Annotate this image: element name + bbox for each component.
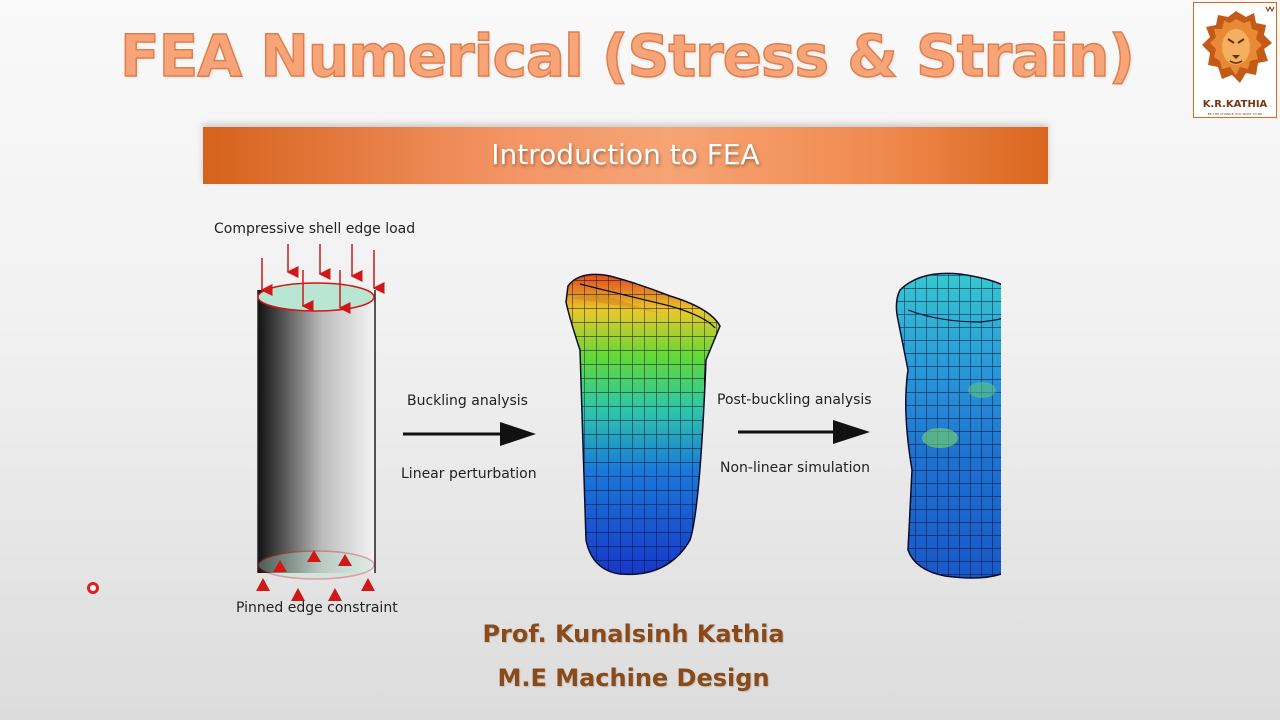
- arrow-1: [403, 422, 536, 446]
- step1-top-label: Buckling analysis: [407, 393, 528, 409]
- load-label: Compressive shell edge load: [214, 221, 416, 237]
- fea-nonlinear-result: [895, 272, 1001, 579]
- author-degree: M.E Machine Design: [497, 664, 770, 692]
- arrow-2: [738, 420, 870, 444]
- logo-name: K.R.KATHIA: [1202, 99, 1268, 110]
- laser-pointer-icon: [87, 582, 99, 594]
- load-arrows: [260, 244, 385, 314]
- constraint-label: Pinned edge constraint: [236, 600, 398, 616]
- lion-head-icon: [1202, 5, 1275, 83]
- fea-linear-result: [565, 273, 721, 576]
- section-title: Introduction to FEA: [491, 138, 760, 171]
- brand-logo: K.R.KATHIA BE THE CHANGE YOU WANT TO BE: [1193, 2, 1277, 118]
- step1-bottom-label: Linear perturbation: [401, 466, 537, 482]
- step2-top-label: Post-buckling analysis: [717, 392, 872, 408]
- cylinder-shell: [257, 282, 376, 580]
- section-banner: Introduction to FEA: [203, 127, 1048, 184]
- slide-title: FEA Numerical (Stress & Strain): [119, 21, 1135, 91]
- pin-constraints: [256, 550, 375, 601]
- author-name: Prof. Kunalsinh Kathia: [482, 620, 785, 648]
- step2-bottom-label: Non-linear simulation: [720, 460, 870, 476]
- logo-tagline: BE THE CHANGE YOU WANT TO BE: [1207, 112, 1263, 116]
- buckling-figure: [256, 244, 1001, 601]
